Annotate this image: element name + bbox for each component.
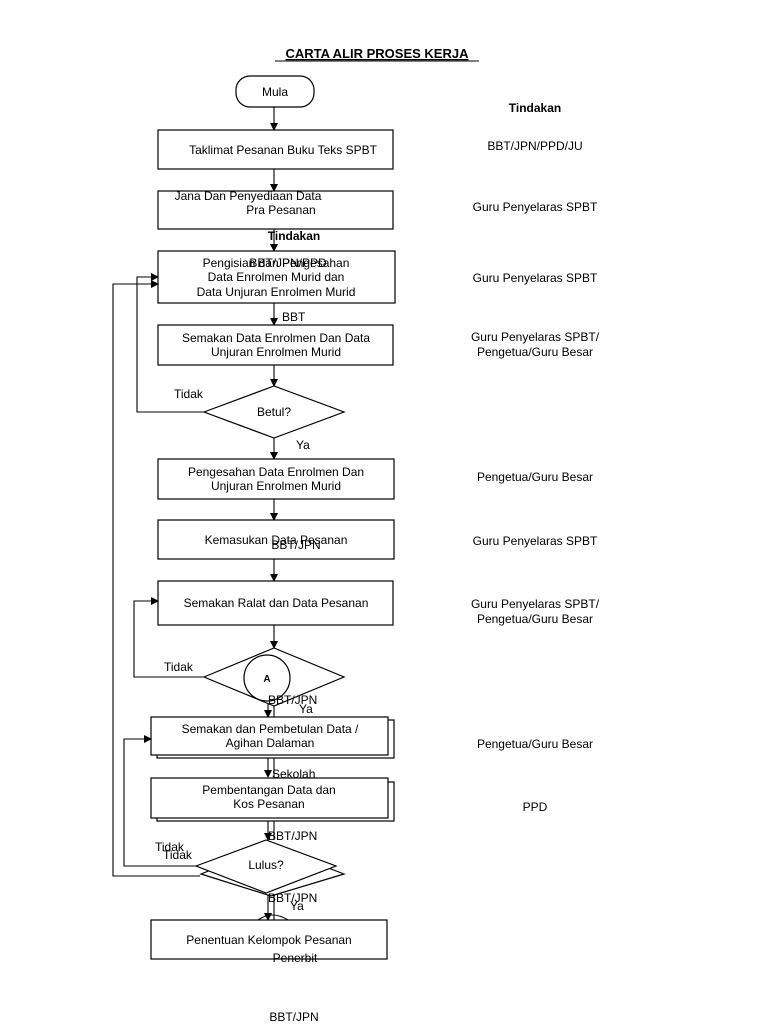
- step-4-label-line1: Semakan Data Enrolmen Dan Data: [182, 331, 370, 345]
- step-3-label-line2: Data Enrolmen Murid dan: [208, 270, 345, 284]
- step-2-label-line2: Pra Pesanan: [246, 203, 315, 217]
- overlap-bbtjpnppd: BBT/JPN/PPD: [249, 256, 327, 270]
- bbt-jpn-label-4: BBT/JPN: [268, 891, 317, 905]
- action-7-line2: Pengetua/Guru Besar: [477, 612, 593, 626]
- step-5-label-line1: Pengesahan Data Enrolmen Dan: [188, 465, 364, 479]
- step-8-box: [150, 716, 389, 756]
- step-10-label: Penentuan Kelompok Pesanan: [186, 933, 351, 947]
- loop-ralat: [133, 597, 204, 678]
- step-9-label-line2: Kos Pesanan: [233, 797, 304, 811]
- chart-title: CARTA ALIR PROSES KERJA: [286, 46, 470, 61]
- ralat-no-label: Tidak: [164, 660, 194, 674]
- bbt-jpn-label-2: BBT/JPN: [268, 693, 317, 707]
- start-label: Mula: [262, 85, 288, 99]
- bbt-label-1: BBT: [282, 310, 306, 324]
- step-4-label-line2: Unjuran Enrolmen Murid: [211, 345, 341, 359]
- step-9-label-line1: Pembentangan Data dan: [202, 783, 335, 797]
- loop-betul: [136, 273, 204, 413]
- bbt-jpn-label-1: BBT/JPN: [271, 538, 320, 552]
- connector-a: [243, 654, 291, 702]
- decision-betul-label: Betul?: [257, 405, 291, 419]
- decision-betul: [202, 385, 346, 439]
- betul-no-label: Tidak: [174, 387, 204, 401]
- action-2: Guru Penyelaras SPBT: [473, 200, 598, 214]
- action-4-line2: Pengetua/Guru Besar: [477, 345, 593, 359]
- action-6: Guru Penyelaras SPBT: [473, 534, 598, 548]
- step-10-box: [150, 919, 388, 960]
- overlap-tindakan: Tindakan: [268, 229, 320, 243]
- step-4-box: [157, 324, 394, 366]
- step-2-box: [157, 190, 394, 230]
- action-5: Pengetua/Guru Besar: [477, 470, 593, 484]
- loop-lulus: [123, 735, 196, 867]
- step-6-box: [157, 519, 395, 560]
- step-8-label-line1: Semakan dan Pembetulan Data /: [182, 722, 359, 736]
- step-1-box: [157, 129, 394, 170]
- start-terminator: [235, 75, 315, 108]
- step-8-label-line2: Agihan Dalaman: [226, 736, 315, 750]
- step-3-label-line1: Pengisian dan Pengesahan: [203, 256, 350, 270]
- step-7-box: [157, 580, 394, 626]
- action-3: Guru Penyelaras SPBT: [473, 271, 598, 285]
- penerbit-label: Penerbit: [273, 951, 318, 965]
- step-5-label-line2: Unjuran Enrolmen Murid: [211, 479, 341, 493]
- decision-lulus-label: Lulus?: [248, 858, 284, 872]
- lulus-no-label-1: Tidak: [155, 840, 185, 854]
- step-3-box: [157, 250, 396, 304]
- bbt-jpn-label-3: BBT/JPN: [268, 829, 317, 843]
- step-9-box: [150, 777, 389, 819]
- lulus-no-label-2: Tidak: [163, 848, 193, 862]
- action-8: Pengetua/Guru Besar: [477, 737, 593, 751]
- decision-lulus: [194, 839, 338, 894]
- connector-arc: [257, 914, 289, 921]
- step-2-label-line1: Jana Dan Penyediaan Data: [175, 189, 322, 203]
- lulus-yes-label: Ya: [290, 899, 304, 913]
- ralat-yes-label: Ya: [299, 702, 313, 716]
- action-4-line1: Guru Penyelaras SPBT/: [471, 330, 600, 344]
- step-7-label: Semakan Ralat dan Data Pesanan: [184, 596, 369, 610]
- step-3-label-line3: Data Unjuran Enrolmen Murid: [197, 285, 356, 299]
- tindakan-header: Tindakan: [509, 101, 561, 115]
- step-5-box: [157, 458, 395, 500]
- action-9: PPD: [523, 800, 548, 814]
- step-1-label: Taklimat Pesanan Buku Teks SPBT: [189, 143, 378, 157]
- betul-yes-label: Ya: [296, 438, 310, 452]
- action-1: BBT/JPN/PPD/JU: [487, 139, 582, 153]
- connector-a-label: A: [263, 674, 270, 685]
- loop-lulus-outer: [112, 280, 200, 877]
- bbt-jpn-label-5: BBT/JPN: [269, 1010, 318, 1024]
- step-6-label: Kemasukan Data Pesanan: [205, 533, 348, 547]
- action-7-line1: Guru Penyelaras SPBT/: [471, 597, 600, 611]
